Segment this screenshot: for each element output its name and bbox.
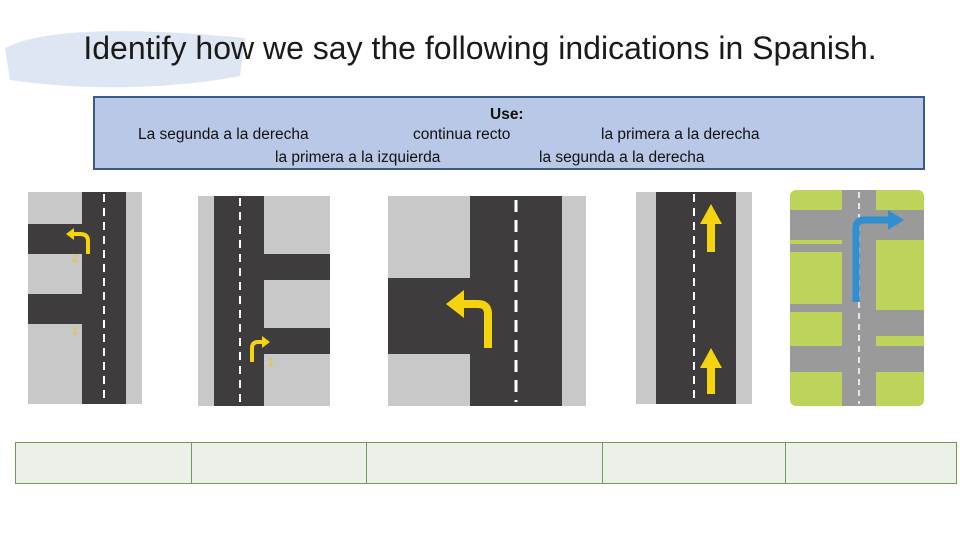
use-heading: Use:	[490, 106, 524, 123]
use-options-box: Use: La segunda a la derecha continua re…	[93, 96, 925, 170]
answer-cell-1[interactable]	[16, 443, 192, 483]
road-figure-4	[636, 192, 752, 404]
intersection-label-2: 2	[72, 253, 78, 265]
road-figure-1: 2 1	[28, 192, 142, 404]
intersection-label-1: 1	[72, 325, 78, 337]
answer-row	[15, 442, 957, 484]
road-figure-3	[388, 196, 586, 406]
option-text: la primera a la derecha	[601, 126, 760, 143]
road-figure-5	[790, 190, 924, 406]
answer-cell-2[interactable]	[192, 443, 368, 483]
brush-stroke-decoration	[5, 31, 245, 88]
option-text: la segunda a la derecha	[539, 149, 705, 166]
option-text: La segunda a la derecha	[138, 126, 309, 143]
answer-cell-3[interactable]	[367, 443, 603, 483]
road-figure-2: 1	[198, 196, 330, 406]
answer-cell-4[interactable]	[603, 443, 787, 483]
option-text: la primera a la izquierda	[275, 149, 441, 166]
intersection-label-1: 1	[268, 357, 274, 369]
answer-cell-5[interactable]	[786, 443, 956, 483]
page-title: Identify how we say the following indica…	[83, 30, 877, 66]
option-text: continua recto	[413, 126, 511, 143]
